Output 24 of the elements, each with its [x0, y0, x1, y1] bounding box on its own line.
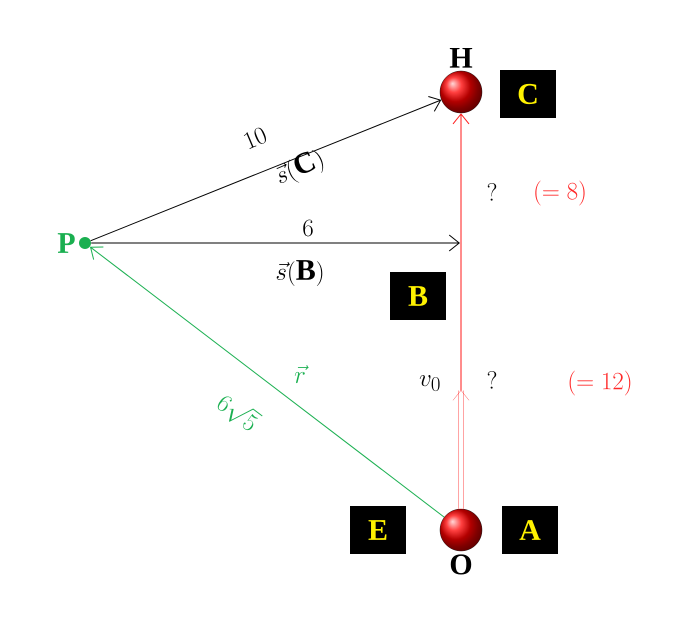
- arrow: [90, 96, 442, 242]
- node-label: P: [58, 233, 75, 253]
- letter-box: C: [500, 70, 556, 118]
- letter-box: E: [350, 506, 406, 554]
- ball: O: [440, 508, 482, 575]
- letter-box: A: [502, 506, 558, 554]
- edge-label: $6$: [303, 220, 313, 236]
- edge-label: $10$: [244, 128, 266, 149]
- arrow: [452, 390, 470, 509]
- math-label: $\vec{r}$: [294, 365, 309, 384]
- edge-label: $v_0$: [420, 374, 440, 392]
- math-label: $?$: [488, 371, 496, 389]
- math-label: $(=12)$: [570, 370, 630, 396]
- math-label: $(=8)$: [535, 180, 585, 206]
- ball: H: [440, 48, 482, 114]
- math-label: $\vec{s}(\mathbf{B})$: [276, 260, 322, 286]
- node-label: O: [450, 554, 472, 575]
- math-label: $\vec{s}(\mathbf{C})$: [276, 150, 324, 183]
- letter-box: B: [390, 272, 446, 320]
- arrow: [90, 234, 460, 252]
- edge-label: $6\sqrt{5}$: [218, 396, 262, 430]
- arrow: [90, 246, 445, 518]
- node-label: H: [450, 48, 472, 68]
- math-label: $?$: [488, 183, 496, 201]
